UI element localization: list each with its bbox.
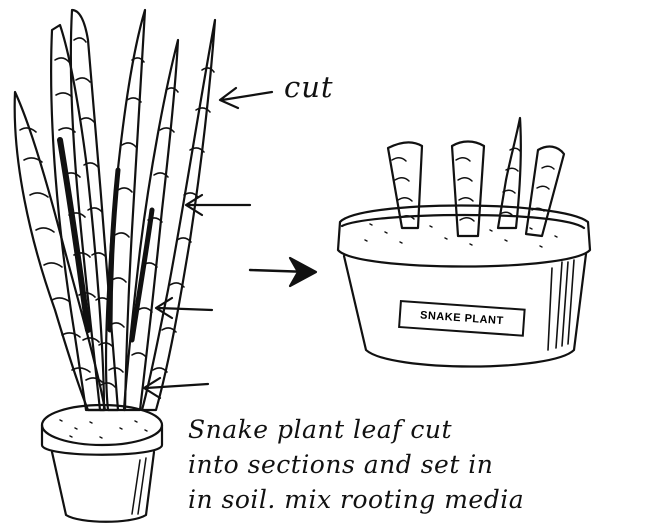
cut-arrow-icon — [220, 88, 272, 108]
leaf — [51, 25, 104, 410]
small-pot — [42, 405, 162, 522]
cut-arrow-icon — [156, 298, 212, 318]
caption-line: into sections and set in — [188, 447, 524, 482]
caption: Snake plant leaf cut into sections and s… — [188, 412, 524, 517]
large-pot — [338, 206, 590, 367]
right-arrow-icon — [250, 258, 316, 286]
leaf — [106, 10, 145, 410]
cut-arrow-icon — [186, 195, 250, 215]
cut-arrows — [144, 88, 272, 398]
cut-label: cut — [284, 70, 334, 104]
caption-line: in soil. mix rooting media — [188, 482, 524, 517]
snake-plant — [15, 10, 215, 410]
caption-line: Snake plant leaf cut — [188, 412, 524, 447]
cut-arrow-icon — [144, 378, 208, 398]
